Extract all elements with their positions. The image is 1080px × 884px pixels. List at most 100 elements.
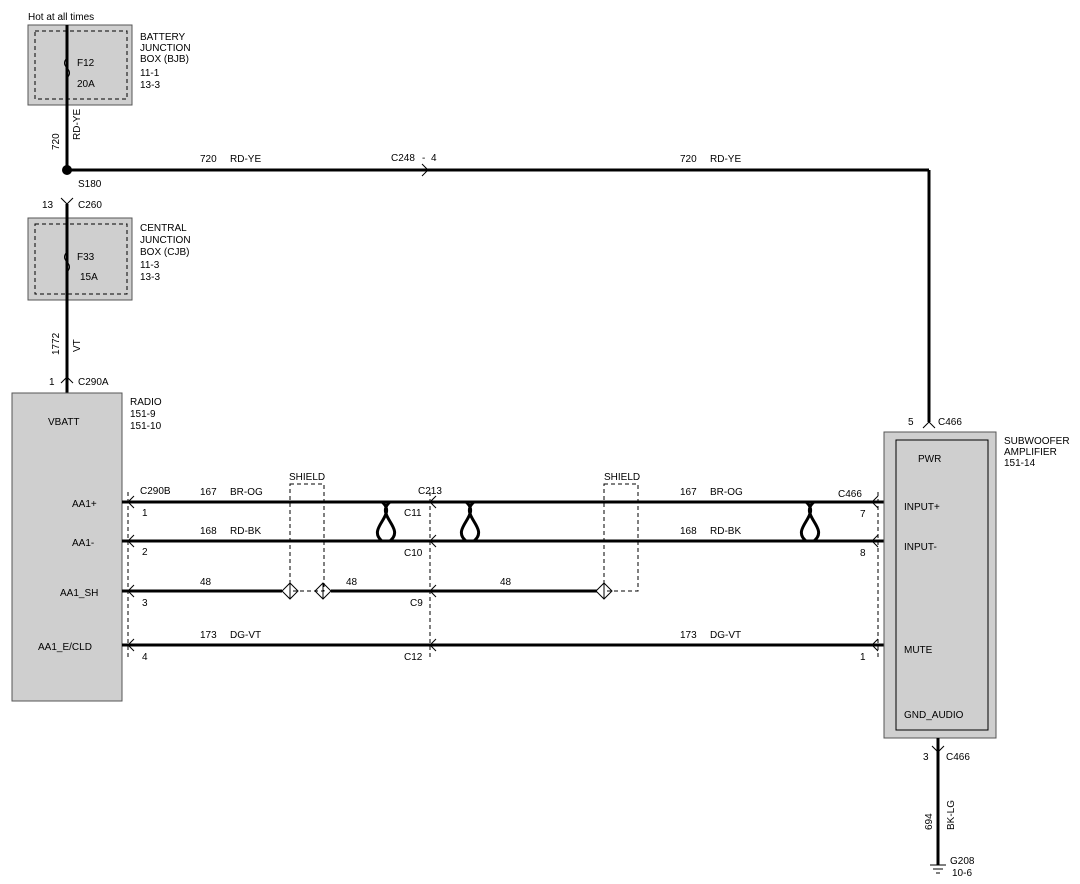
cjb-amps: 15A: [80, 272, 98, 283]
shield-drain-icon-2: [314, 582, 332, 600]
connector-c10-label: C10: [404, 548, 423, 559]
wire-167-right-color: BR-OG: [710, 487, 743, 498]
connector-c248-icon: [421, 163, 429, 177]
shield-left-box: [289, 483, 325, 592]
connector-c9-label: C9: [410, 598, 423, 609]
wire-167-left-color: BR-OG: [230, 487, 263, 498]
ground-name: G208: [950, 856, 975, 867]
radio-pin-aa1-sh: AA1_SH: [60, 588, 98, 599]
radio-pin-aa1-plus: AA1+: [72, 499, 97, 510]
bjb-label-1: BATTERY: [140, 32, 186, 43]
bjb-label-2: JUNCTION: [140, 43, 191, 54]
cjb-fuse: F33: [77, 252, 95, 263]
splice-s180-label: S180: [78, 179, 102, 190]
radio-pin-number-4: 4: [142, 652, 148, 663]
connector-c260-icon: [60, 197, 74, 205]
connector-c290a-pin: 1: [49, 377, 55, 388]
connector-arrow-icon-mid: [429, 495, 437, 652]
ground-ref: 10-6: [952, 868, 972, 879]
wire-168-right-number: 168: [680, 526, 697, 537]
wire-1772-color: VT: [72, 339, 83, 352]
cjb-label-2: JUNCTION: [140, 235, 191, 246]
connector-c466-signal-label: C466: [838, 489, 862, 500]
radio-ref-1: 151-9: [130, 409, 156, 420]
amp-pin-number-1: 1: [860, 652, 866, 663]
wire-173-left-color: DG-VT: [230, 630, 261, 641]
connector-c213-label: C213: [418, 486, 442, 497]
amp-title-2: AMPLIFIER: [1004, 447, 1057, 458]
c466-pwr-icon: [922, 421, 936, 429]
amp-title-1: SUBWOOFER: [1004, 436, 1070, 447]
connector-c290a-label: C290A: [78, 377, 109, 388]
cjb-label-1: CENTRAL: [140, 223, 187, 234]
c466-gnd-pin: 3: [923, 752, 929, 763]
wire-720-right-number: 720: [680, 154, 697, 165]
twisted-pair-icon-mid: [459, 500, 481, 543]
amp-pin-mute: MUTE: [904, 645, 933, 656]
twisted-pair-icon-left: [375, 500, 397, 543]
radio-pin-number-3: 3: [142, 598, 148, 609]
wire-48-label-2: 48: [346, 577, 358, 588]
amp-ref: 151-14: [1004, 458, 1036, 469]
shield-right-label: SHIELD: [604, 472, 640, 483]
wire-1772-number: 1772: [51, 332, 62, 355]
bjb-fuse: F12: [77, 58, 95, 69]
wire-48-label-1: 48: [200, 577, 212, 588]
wire-173-right-number: 173: [680, 630, 697, 641]
radio-ref-2: 151-10: [130, 421, 162, 432]
amp-pin-gnd-audio: GND_AUDIO: [904, 710, 964, 721]
shield-drain-icon-3: [595, 582, 613, 600]
ground-icon: [930, 864, 946, 874]
wire-48-label-3: 48: [500, 577, 512, 588]
bjb-label-3: BOX (BJB): [140, 54, 189, 65]
battery-junction-box: F12 20A BATTERY JUNCTION BOX (BJB) 11-1 …: [27, 24, 191, 106]
connector-c248-label: C248: [391, 153, 415, 164]
bjb-label-5: 13-3: [140, 80, 160, 91]
connector-c248-pin: 4: [431, 153, 437, 164]
wire-168-left-number: 168: [200, 526, 217, 537]
wire-720-vert-color: RD-YE: [72, 109, 83, 140]
amp-pin-pwr: PWR: [918, 454, 941, 465]
radio-module: RADIO 151-9 151-10 VBATT AA1+ AA1- AA1_S…: [11, 392, 162, 702]
amp-pin-input-minus: INPUT-: [904, 542, 937, 553]
cjb-label-3: BOX (CJB): [140, 247, 189, 258]
connector-arrow-icon-right: [871, 495, 879, 652]
connector-c12-label: C12: [404, 652, 423, 663]
connector-c290a-icon: [60, 376, 74, 384]
wire-167-right-number: 167: [680, 487, 697, 498]
wire-168-left-color: RD-BK: [230, 526, 261, 537]
wire-168-right-color: RD-BK: [710, 526, 741, 537]
wire-167-left-number: 167: [200, 487, 217, 498]
connector-arrow-icon: [127, 495, 135, 652]
radio-pin-vbatt: VBATT: [48, 417, 79, 428]
connector-c260-pin: 13: [42, 200, 54, 211]
shield-drain-icon-1: [281, 582, 299, 600]
radio-title: RADIO: [130, 397, 162, 408]
top-note: Hot at all times: [28, 12, 94, 23]
subwoofer-amplifier: SUBWOOFER AMPLIFIER 151-14 PWR INPUT+ IN…: [883, 431, 1070, 739]
central-junction-box: F33 15A CENTRAL JUNCTION BOX (CJB) 11-3 …: [27, 217, 191, 301]
radio-pin-aa1-minus: AA1-: [72, 538, 94, 549]
c466-gnd-label: C466: [946, 752, 970, 763]
shield-right-box: [603, 483, 639, 592]
c466-pwr-pin: 5: [908, 417, 914, 428]
twisted-pair-icon-right: [799, 500, 821, 543]
wire-720-left-color: RD-YE: [230, 154, 261, 165]
wire-173-right-color: DG-VT: [710, 630, 741, 641]
wire-173-left-number: 173: [200, 630, 217, 641]
amp-pin-input-plus: INPUT+: [904, 502, 940, 513]
amp-pin-number-8: 8: [860, 548, 866, 559]
c466-gnd-icon: [931, 745, 945, 753]
wire-720-vert-number: 720: [51, 133, 62, 150]
radio-pin-aa1-ecld: AA1_E/CLD: [38, 642, 92, 653]
shield-left-label: SHIELD: [289, 472, 325, 483]
amp-pin-number-7: 7: [860, 509, 866, 520]
c466-pwr-label: C466: [938, 417, 962, 428]
wire-694-number: 694: [924, 813, 935, 830]
radio-pin-number-2: 2: [142, 547, 148, 558]
cjb-label-4: 11-3: [140, 260, 160, 271]
connector-c248-dash: -: [422, 153, 425, 164]
wire-694-color: BK-LG: [946, 800, 957, 830]
wire-720-right-color: RD-YE: [710, 154, 741, 165]
